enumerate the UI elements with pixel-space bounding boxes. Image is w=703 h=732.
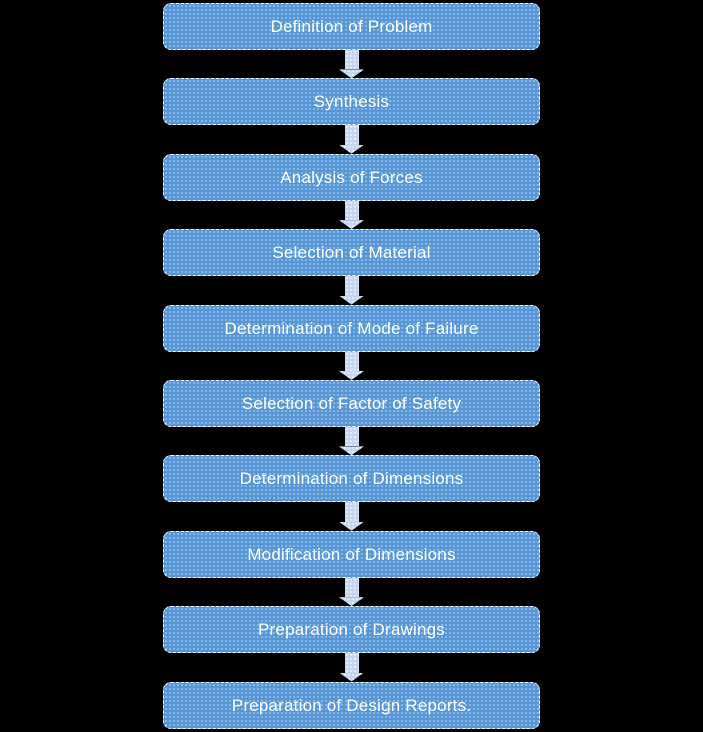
flow-step: Preparation of Drawings bbox=[163, 606, 540, 682]
down-arrow-head bbox=[339, 446, 364, 456]
flow-step-box: Preparation of Design Reports. bbox=[163, 681, 540, 729]
down-arrow-icon bbox=[339, 577, 364, 607]
down-arrow-stem bbox=[344, 426, 359, 447]
flow-step-label: Preparation of Drawings bbox=[258, 620, 445, 640]
flow-step-label: Selection of Material bbox=[272, 243, 431, 263]
flow-step: Determination of Mode of Failure bbox=[163, 304, 540, 380]
design-process-flowchart: Definition of Problem Synthesis Analysis… bbox=[163, 3, 540, 729]
down-arrow-icon bbox=[339, 653, 364, 682]
flow-step-label: Determination of Mode of Failure bbox=[224, 318, 479, 338]
flow-step-box: Analysis of Forces bbox=[163, 153, 540, 201]
down-arrow-stem bbox=[344, 200, 359, 221]
flow-step: Definition of Problem bbox=[163, 3, 540, 79]
down-arrow-head bbox=[339, 521, 364, 531]
down-arrow-head bbox=[339, 597, 364, 607]
flow-step: Analysis of Forces bbox=[163, 153, 540, 230]
down-arrow-stem bbox=[344, 577, 359, 598]
down-arrow-stem bbox=[344, 50, 359, 70]
down-arrow-icon bbox=[339, 426, 364, 456]
flow-step: Synthesis bbox=[163, 78, 540, 154]
down-arrow-stem bbox=[344, 276, 359, 296]
down-arrow-icon bbox=[339, 125, 364, 154]
flow-step: Selection of Factor of Safety bbox=[163, 379, 540, 456]
flow-step-box: Selection of Factor of Safety bbox=[163, 379, 540, 427]
down-arrow-stem bbox=[344, 125, 359, 145]
down-arrow-stem bbox=[344, 653, 359, 673]
down-arrow-stem bbox=[344, 502, 359, 522]
down-arrow-head bbox=[339, 69, 364, 79]
flow-step-box: Selection of Material bbox=[163, 229, 540, 277]
flow-step-label: Preparation of Design Reports. bbox=[231, 695, 472, 715]
flow-step-label: Determination of Dimensions bbox=[239, 469, 464, 489]
down-arrow-head bbox=[339, 220, 364, 230]
down-arrow-icon bbox=[339, 502, 364, 531]
flow-step: Selection of Material bbox=[163, 229, 540, 305]
down-arrow-icon bbox=[339, 200, 364, 230]
flow-step-label: Synthesis bbox=[313, 92, 390, 112]
flow-step-label: Analysis of Forces bbox=[280, 167, 423, 187]
down-arrow-icon bbox=[339, 276, 364, 305]
flow-step-box: Definition of Problem bbox=[163, 3, 540, 50]
flow-step-label: Definition of Problem bbox=[270, 17, 433, 36]
down-arrow-icon bbox=[339, 351, 364, 380]
flow-step-box: Synthesis bbox=[163, 78, 540, 126]
flow-step-box: Preparation of Drawings bbox=[163, 606, 540, 654]
flow-step: Modification of Dimensions bbox=[163, 530, 540, 607]
down-arrow-head bbox=[339, 672, 364, 682]
flow-step-label: Selection of Factor of Safety bbox=[241, 393, 462, 413]
flow-step-box: Determination of Mode of Failure bbox=[163, 304, 540, 352]
down-arrow-stem bbox=[344, 351, 359, 371]
down-arrow-head bbox=[339, 144, 364, 154]
flow-step-box: Modification of Dimensions bbox=[163, 530, 540, 578]
flow-step-box: Determination of Dimensions bbox=[163, 455, 540, 503]
down-arrow-head bbox=[339, 370, 364, 380]
flow-step: Determination of Dimensions bbox=[163, 455, 540, 531]
flow-step-label: Modification of Dimensions bbox=[247, 544, 456, 564]
down-arrow-icon bbox=[339, 50, 364, 79]
down-arrow-head bbox=[339, 295, 364, 305]
flow-step: Preparation of Design Reports. bbox=[163, 681, 540, 729]
